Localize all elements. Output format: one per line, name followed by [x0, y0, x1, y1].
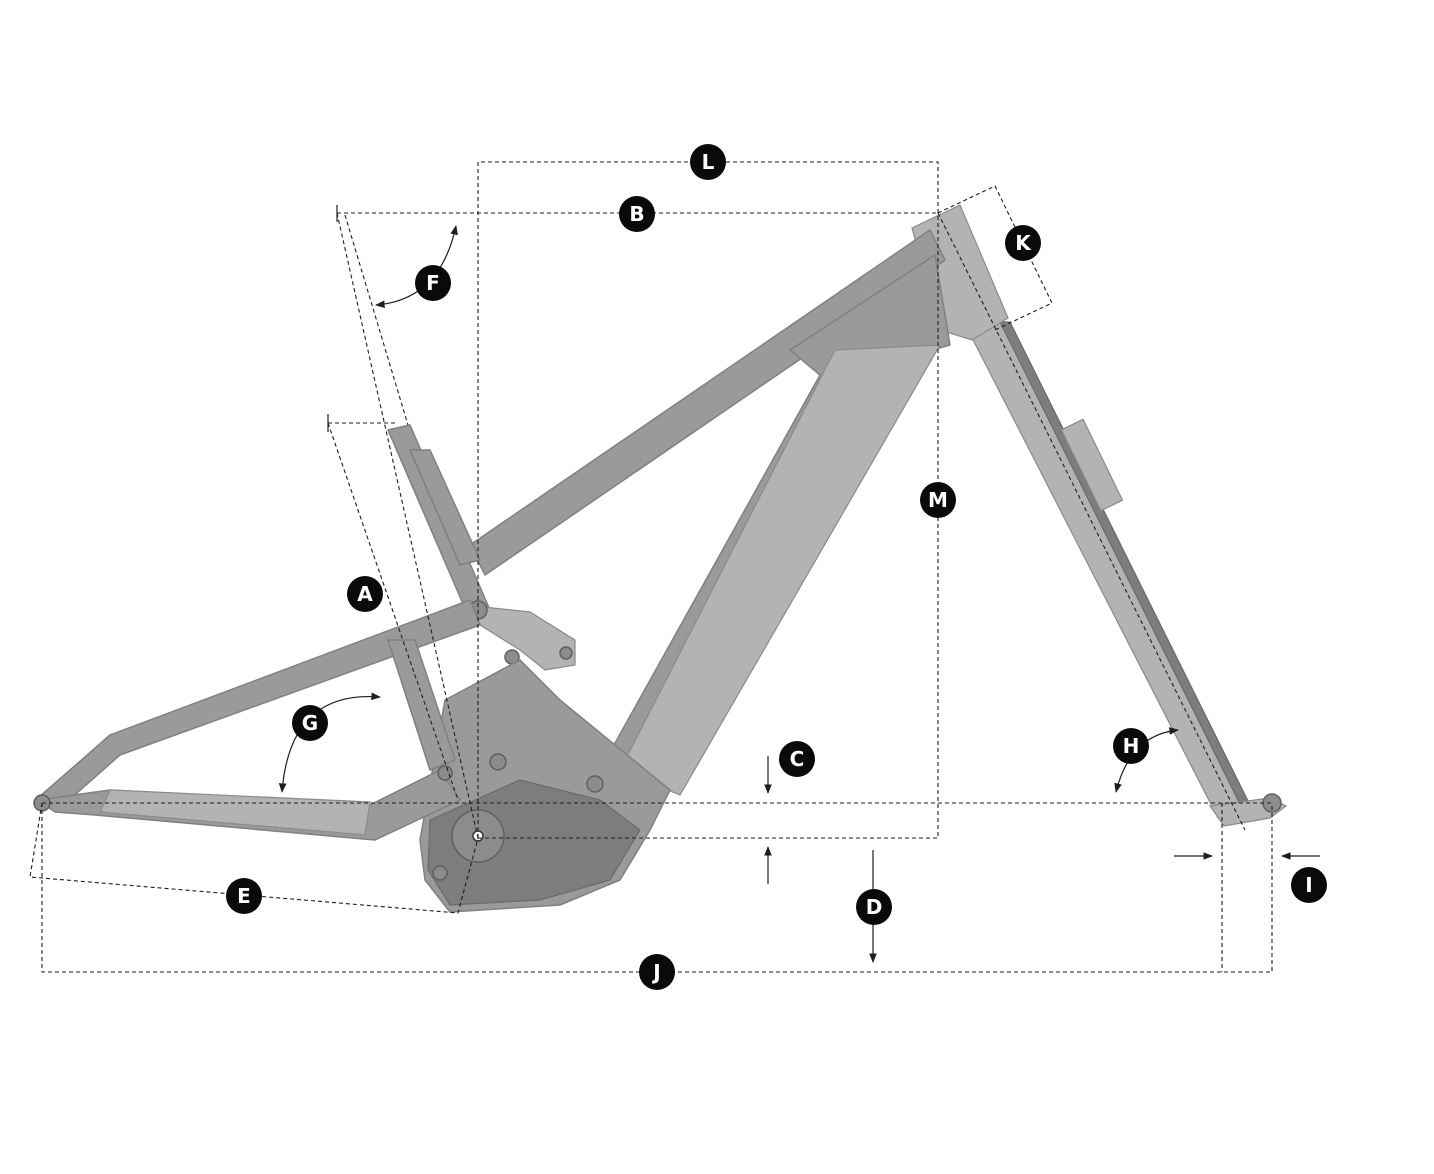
label-E-text: E — [237, 884, 251, 908]
label-H-text: H — [1123, 734, 1140, 758]
label-C: C — [779, 741, 815, 777]
label-G-text: G — [302, 711, 318, 735]
label-F: F — [415, 265, 451, 301]
label-M-text: M — [928, 488, 948, 512]
label-F-text: F — [426, 271, 440, 295]
label-K-text: K — [1015, 231, 1032, 255]
label-K: K — [1005, 225, 1041, 261]
label-L-text: L — [702, 150, 715, 174]
label-M: M — [920, 482, 956, 518]
label-D: D — [856, 889, 892, 925]
label-A-text: A — [357, 582, 373, 606]
label-G: G — [292, 705, 328, 741]
label-I: I — [1291, 867, 1327, 903]
top-tube — [469, 229, 946, 576]
label-E: E — [226, 878, 262, 914]
label-I-text: I — [1305, 873, 1312, 897]
label-D-text: D — [866, 895, 883, 919]
dimension-lines — [29, 161, 1320, 973]
seat-tube — [387, 424, 491, 621]
bike-frame — [33, 204, 1288, 913]
label-C-text: C — [790, 747, 805, 771]
label-H: H — [1113, 728, 1149, 764]
label-L: L — [690, 144, 726, 180]
label-B-text: B — [629, 202, 644, 226]
label-B: B — [619, 196, 655, 232]
label-J: J — [639, 954, 675, 990]
label-J-text: J — [651, 960, 660, 984]
fork — [967, 321, 1288, 827]
label-A: A — [347, 576, 383, 612]
rocker-link — [463, 604, 576, 671]
